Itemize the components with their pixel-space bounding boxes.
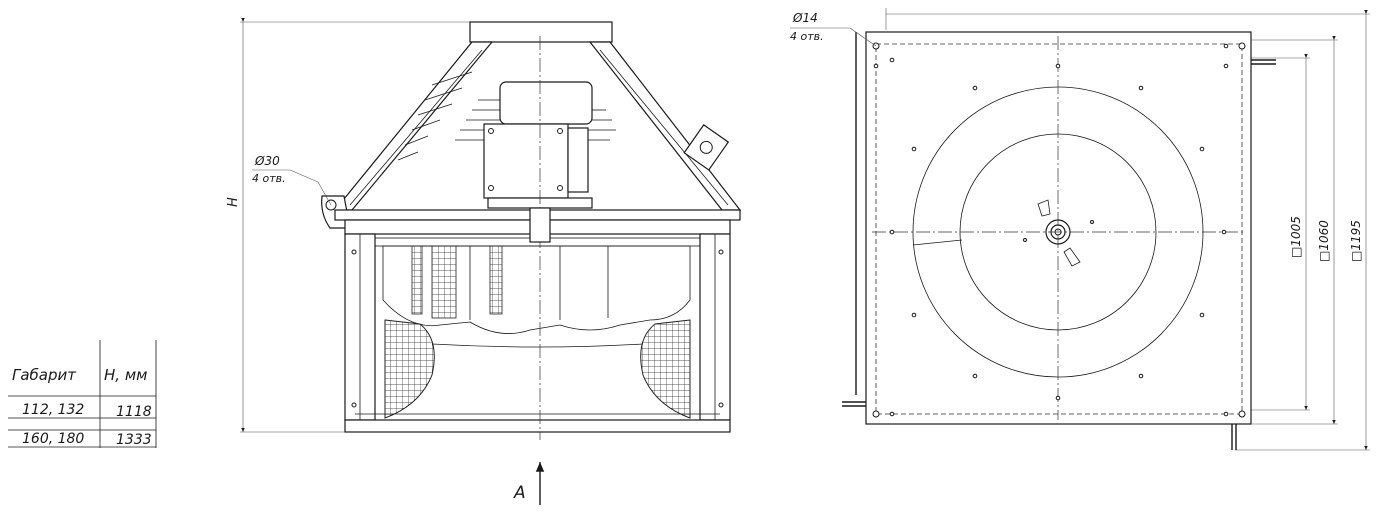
top-view: □1005 □1060 □1195: [790, 8, 1370, 451]
front-view: H: [226, 17, 742, 505]
view-arrow-label: A: [513, 483, 526, 503]
mount-hole-count: 4 отв.: [252, 172, 286, 185]
size-table: Габарит H, мм 112, 132 1118 160, 180 133…: [8, 340, 157, 448]
hole-count-label: 4 отв.: [790, 30, 824, 43]
dimension-1060: □1060: [1317, 220, 1331, 262]
height-dimension-label: H: [226, 197, 241, 207]
table-cell-height-1: 1118: [116, 404, 152, 420]
hole-diameter-label: Ø14: [792, 11, 818, 25]
table-cell-size-1: 112, 132: [22, 402, 84, 418]
table-header-size: Габарит: [12, 366, 77, 384]
dimension-1195: □1195: [1349, 220, 1363, 262]
mount-hole-diameter: Ø30: [254, 154, 280, 168]
dimension-1005: □1005: [1289, 216, 1303, 258]
table-cell-height-2: 1333: [116, 432, 152, 448]
table-header-height: H, мм: [104, 366, 147, 384]
table-cell-size-2: 160, 180: [22, 431, 84, 447]
